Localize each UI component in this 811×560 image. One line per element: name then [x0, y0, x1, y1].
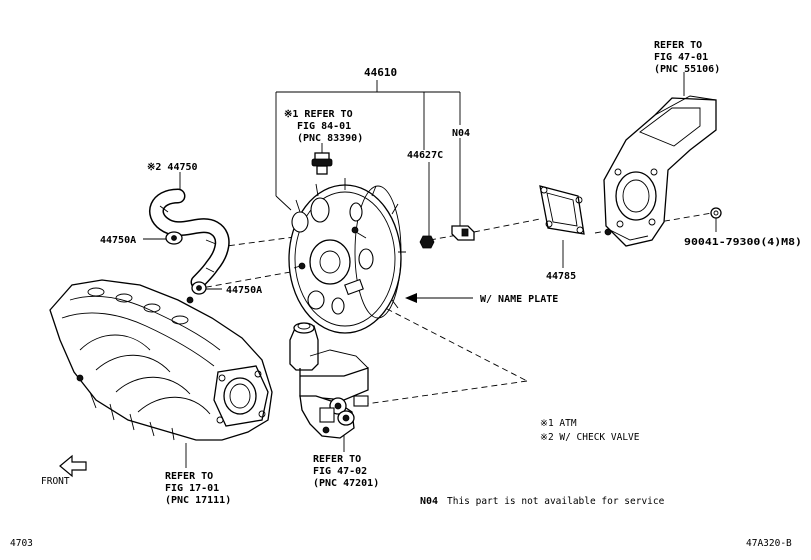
- label-front: FRONT: [41, 476, 70, 487]
- label-ref47-01-line3: (PNC 55106): [654, 64, 720, 75]
- label-44750a-right: 44750A: [226, 285, 262, 296]
- label-ref47-01-line1: REFER TO: [654, 40, 702, 51]
- check-valve-sensor: [311, 152, 333, 175]
- label-ref47-01-line2: FIG 47-01: [654, 52, 708, 63]
- label-ref47-02-line1: REFER TO: [313, 454, 361, 465]
- label-90041: 90041-79300(4)M8): [684, 237, 802, 248]
- legend-check-valve: ※2 W/ CHECK VALVE: [540, 432, 640, 443]
- leader-lines: [143, 72, 717, 468]
- master-cylinder: [289, 322, 369, 439]
- nut-44627c: [419, 235, 435, 249]
- intake-manifold: [49, 279, 273, 441]
- label-ref84-line2: FIG 84-01: [297, 121, 351, 132]
- labels: 44610 ※1 REFER TO FIG 84-01 (PNC 83390) …: [10, 40, 802, 549]
- label-ref84-line1: ※1 REFER TO: [284, 109, 353, 120]
- label-44627c: 44627C: [407, 150, 443, 161]
- hose-clip-44750a-right: [191, 281, 207, 295]
- page-code-right: 47A320-B: [746, 538, 792, 549]
- bolt-90041: [710, 207, 722, 219]
- legend-atm: ※1 ATM: [540, 418, 577, 429]
- label-ref84-line3: (PNC 83390): [297, 133, 363, 144]
- label-ref47-02-line3: (PNC 47201): [313, 478, 379, 489]
- label-name-plate: W/ NAME PLATE: [480, 294, 558, 305]
- label-ref17-line3: (PNC 17111): [165, 495, 231, 506]
- label-ref17-line2: FIG 17-01: [165, 483, 219, 494]
- label-44750: ※2 44750: [147, 162, 198, 173]
- connector-n04: [451, 225, 475, 241]
- booster-bracket: [603, 95, 717, 247]
- gasket-44785: [539, 185, 585, 235]
- note-n04-code: N04: [420, 496, 438, 507]
- front-arrow-icon: [59, 454, 87, 478]
- note-n04-text: This part is not available for service: [447, 496, 665, 507]
- label-ref47-02-line2: FIG 47-02: [313, 466, 367, 477]
- label-n04: N04: [452, 128, 470, 139]
- label-44785: 44785: [546, 271, 576, 282]
- vacuum-hose-44750: [149, 188, 230, 290]
- brake-booster-44610: [288, 178, 406, 334]
- label-ref17-line1: REFER TO: [165, 471, 213, 482]
- label-44610: 44610: [364, 66, 397, 79]
- page-number-left: 4703: [10, 538, 33, 549]
- label-44750a-left: 44750A: [100, 235, 136, 246]
- hose-clip-44750a-left: [165, 231, 183, 245]
